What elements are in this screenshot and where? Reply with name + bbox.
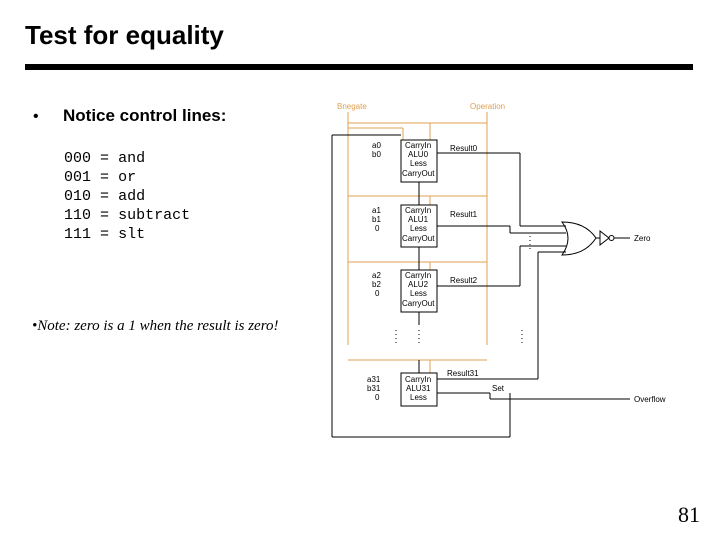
code-operation: or — [118, 169, 137, 186]
control-code-row: 001 = or — [64, 168, 190, 187]
control-code-row: 111 = slt — [64, 225, 190, 244]
alu0-carryin-label: CarryIn — [405, 141, 431, 150]
alu31-name-label: ALU31 — [406, 384, 431, 393]
slide-title: Test for equality — [25, 20, 224, 50]
alu0-less-label: Less — [410, 159, 427, 168]
alu0-a-label: a0 — [372, 141, 381, 150]
code-equals: = — [100, 188, 110, 205]
alu31-result-label: Result31 — [447, 369, 479, 378]
control-lines-heading: Notice control lines: — [63, 106, 227, 125]
alu1-b-label: b1 — [372, 215, 381, 224]
control-code-row: 000 = and — [64, 149, 190, 168]
alu0-result-label: Result0 — [450, 144, 478, 153]
inverter-gate — [599, 229, 610, 247]
alu2-carryin-label: CarryIn — [405, 271, 431, 280]
alu1-result-label: Result1 — [450, 210, 478, 219]
alu2-less-label: Less — [410, 289, 427, 298]
control-code-list: 000 = and 001 = or 010 = add 110 = subtr… — [64, 149, 190, 244]
zero-output-label: Zero — [634, 234, 651, 243]
alu2-less-in-label: 0 — [375, 289, 380, 298]
alu0-b-label: b0 — [372, 150, 381, 159]
code-operation: and — [118, 150, 146, 167]
alu31-less-in-label: 0 — [375, 393, 380, 402]
overflow-output-label: Overflow — [634, 395, 666, 404]
code-value: 111 — [64, 226, 92, 243]
code-equals: = — [100, 150, 110, 167]
alu31-carryin-label: CarryIn — [405, 375, 431, 384]
alu1-a-label: a1 — [372, 206, 381, 215]
alu1-carryin-label: CarryIn — [405, 206, 431, 215]
alu0-name-label: ALU0 — [408, 150, 429, 159]
code-value: 001 — [64, 169, 92, 186]
alu31-less-label: Less — [410, 393, 427, 402]
code-value: 110 — [64, 207, 92, 224]
alu0-carryout-label: CarryOut — [402, 169, 435, 178]
alu2-result-label: Result2 — [450, 276, 478, 285]
bullet-marker: • — [33, 108, 39, 125]
code-operation: subtract — [118, 207, 191, 224]
code-equals: = — [100, 207, 110, 224]
alu1-name-label: ALU1 — [408, 215, 429, 224]
or-gate — [561, 221, 597, 256]
alu2-carryout-label: CarryOut — [402, 299, 435, 308]
zero-note: •Note: zero is a 1 when the result is ze… — [32, 318, 279, 334]
control-code-row: 010 = add — [64, 187, 190, 206]
code-operation: slt — [118, 226, 146, 243]
code-value: 010 — [64, 188, 92, 205]
bnegate-label: Bnegate — [337, 102, 367, 111]
code-value: 000 — [64, 150, 92, 167]
alu31-b-label: b31 — [367, 384, 381, 393]
code-operation: add — [118, 188, 146, 205]
alu1-carryout-label: CarryOut — [402, 234, 435, 243]
operation-label: Operation — [470, 102, 505, 111]
code-equals: = — [100, 169, 110, 186]
code-equals: = — [100, 226, 110, 243]
alu1-less-label: Less — [410, 224, 427, 233]
page-number: 81 — [678, 502, 700, 527]
alu31-a-label: a31 — [367, 375, 381, 384]
alu2-b-label: b2 — [372, 280, 381, 289]
alu2-a-label: a2 — [372, 271, 381, 280]
alu1-less-in-label: 0 — [375, 224, 380, 233]
title-rule — [25, 64, 693, 70]
set-label: Set — [492, 384, 505, 393]
control-code-row: 110 = subtract — [64, 206, 190, 225]
alu2-name-label: ALU2 — [408, 280, 429, 289]
